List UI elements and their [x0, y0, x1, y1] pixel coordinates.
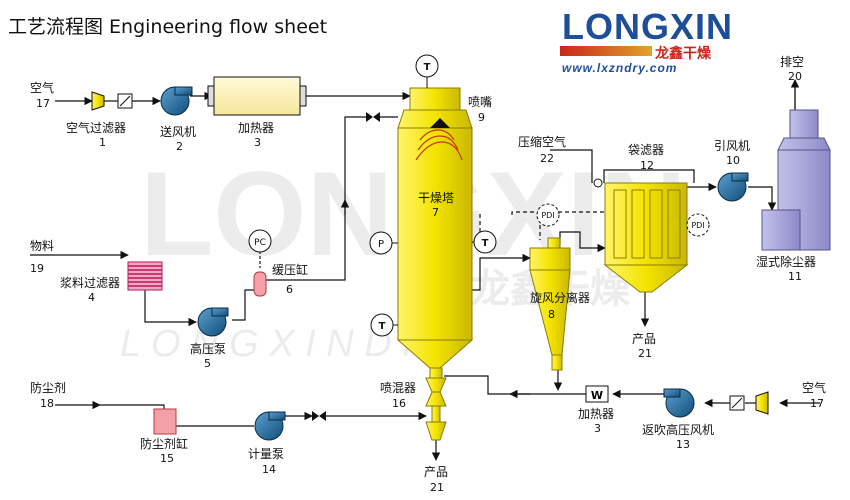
air-in-label: 空气 — [30, 80, 54, 95]
return-blower — [663, 388, 695, 418]
small-heater: W — [585, 385, 609, 403]
hp-pump-label: 高压泵 — [190, 341, 226, 356]
wet-scrubber-no: 11 — [788, 270, 802, 283]
exhaust-label: 排空 — [780, 55, 804, 69]
product-bottom-no: 21 — [430, 481, 444, 494]
fan-label: 引风机 — [714, 139, 750, 153]
hp-pump-no: 5 — [204, 357, 211, 370]
antidust-tank — [153, 408, 177, 435]
heater2-label: 加热器 — [578, 407, 614, 421]
wet-scrubber-label: 湿式除尘器 — [756, 254, 816, 269]
logo-url: www.lxzndry.com — [562, 61, 678, 75]
logo-bar — [560, 46, 652, 56]
instrument-labels: T P T T PC PDI PDI — [254, 62, 705, 332]
metering-pump — [254, 411, 286, 441]
antidust-tank-label: 防尘剂缸 — [140, 436, 188, 451]
material-label: 物料 — [30, 239, 54, 253]
cyclone-separator — [529, 237, 571, 371]
antidust-no: 18 — [40, 397, 54, 410]
spray-mixer — [425, 367, 447, 441]
cyclone-no: 8 — [548, 308, 555, 321]
air-in2-label: 空气 — [802, 380, 826, 395]
exhaust-no: 20 — [788, 70, 802, 83]
instruments — [248, 54, 710, 337]
air-filter-2 — [729, 391, 769, 415]
bag-filter-label: 袋滤器 — [628, 143, 664, 157]
temp-low-label: T — [379, 321, 386, 332]
cyclone-label: 旋风分离器 — [530, 290, 590, 305]
product-bottom-label: 产品 — [424, 465, 448, 479]
slurry-filter — [127, 261, 163, 291]
temp-top-label: T — [424, 62, 431, 73]
air-heater — [207, 76, 307, 116]
heater2-no: 3 — [594, 422, 601, 435]
air-filter-no: 1 — [99, 136, 106, 149]
antidust-tank-no: 15 — [160, 452, 174, 465]
company-logo: LONGXIN 龙鑫干燥 www.lxzndry.com — [540, 6, 740, 76]
hp-blower-no: 13 — [676, 438, 690, 451]
meter-pump-no: 14 — [262, 463, 276, 476]
temp-mid-label: T — [482, 238, 489, 249]
slurry-filter-label: 浆料过滤器 — [60, 275, 120, 290]
product-bag-label: 产品 — [632, 332, 656, 346]
heater-no: 3 — [254, 136, 261, 149]
logo-brand-cn: 龙鑫干燥 — [655, 46, 711, 62]
induced-fan — [717, 172, 749, 202]
air-in2-no: 17 — [810, 397, 824, 410]
nozzle-label: 喷嘴 — [468, 95, 492, 109]
air-filter — [91, 91, 133, 111]
pdi-label-2: PDI — [691, 221, 704, 230]
pc-label: PC — [254, 238, 266, 248]
slurry-filter-no: 4 — [88, 291, 95, 304]
wet-scrubber — [761, 109, 831, 251]
pipes — [30, 79, 820, 461]
page-title: 工艺流程图 Engineering flow sheet — [8, 16, 328, 38]
buffer-tank-no: 6 — [286, 283, 293, 296]
hp-blower-label: 返吹高压风机 — [642, 422, 714, 437]
bag-filter-no: 12 — [640, 159, 654, 172]
product-bag-no: 21 — [638, 347, 652, 360]
fan-no: 10 — [726, 154, 740, 167]
blower-no: 2 — [176, 140, 183, 153]
nozzle-no: 9 — [478, 111, 485, 124]
buffer-tank — [253, 271, 267, 297]
high-pressure-pump — [197, 307, 229, 337]
meter-pump-label: 计量泵 — [248, 447, 284, 461]
mixer-no: 16 — [392, 397, 406, 410]
compressed-air-no: 22 — [540, 152, 554, 165]
blower — [160, 86, 193, 116]
heater-label: 加热器 — [238, 121, 274, 135]
blower-label: 送风机 — [160, 124, 196, 139]
labels: 空气 17 空气过滤器 1 送风机 2 加热器 3 喷嘴 9 干燥塔 7 压缩空… — [30, 55, 826, 494]
pressure-label: P — [378, 239, 384, 250]
dryer-label: 干燥塔 — [418, 191, 454, 205]
valves — [312, 112, 380, 421]
bag-filter — [603, 182, 689, 293]
buffer-tank-label: 缓压缸 — [272, 262, 308, 277]
logo-brand: LONGXIN — [562, 6, 734, 47]
mixer-label: 喷混器 — [380, 381, 416, 395]
antidust-label: 防尘剂 — [30, 380, 66, 395]
pdi-label-1: PDI — [541, 211, 554, 220]
dryer-tower — [396, 87, 474, 369]
compressed-air-label: 压缩空气 — [518, 134, 566, 149]
material-no: 19 — [30, 262, 44, 275]
air-filter-label: 空气过滤器 — [66, 120, 126, 135]
heater-w-label: W — [591, 389, 603, 402]
air-in-no: 17 — [36, 97, 50, 110]
dryer-no: 7 — [432, 206, 439, 219]
